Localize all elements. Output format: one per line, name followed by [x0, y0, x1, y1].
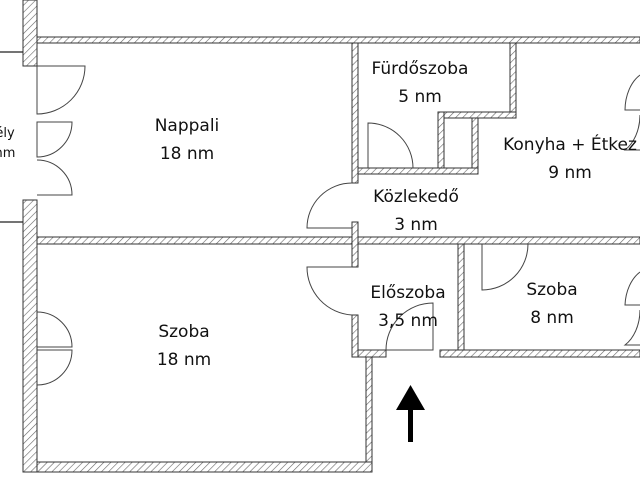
- door-szoba-kicsi: [481, 243, 529, 291]
- door-nappali-balcony-2: [36, 121, 73, 196]
- door-szoba-window-right: [623, 271, 640, 346]
- doors: [36, 65, 640, 386]
- door-szoba: [306, 266, 353, 316]
- door-nappali-balcony-1: [36, 65, 86, 115]
- room-label-erkely: élynm: [0, 126, 16, 161]
- door-szoba-window: [36, 311, 73, 386]
- door-nappali: [306, 182, 353, 229]
- entrance-arrow-icon: [396, 385, 425, 442]
- walls: [22, 0, 640, 473]
- door-entrance: [385, 302, 434, 351]
- balcony-outline: [0, 51, 23, 223]
- door-furdo: [367, 122, 414, 169]
